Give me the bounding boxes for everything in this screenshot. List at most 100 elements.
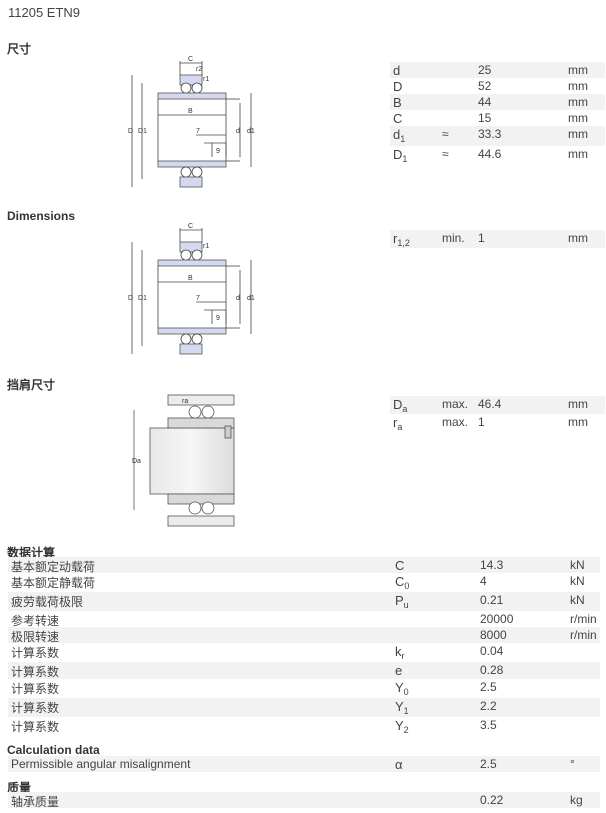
calc-unit: ° — [570, 757, 575, 771]
spec-symbol: r1,2 — [393, 231, 410, 248]
label-c: C — [188, 56, 193, 63]
section-dimensions-en: Dimensions — [7, 209, 76, 223]
calc-label: 基本额定静载荷 — [11, 576, 96, 590]
calc-value: 2.5 — [480, 680, 497, 694]
calc-symbol-main: Y — [395, 718, 404, 733]
label-d-bore: d — [236, 295, 240, 302]
label-d-outer: D — [128, 295, 133, 302]
spec-row: D1 ≈44.6 mm — [390, 146, 605, 166]
spec-symbol: D — [393, 79, 402, 94]
spec-symbol-sub: a — [397, 422, 403, 432]
spec-symbol-sub: 1 — [402, 154, 408, 164]
calc-unit: kN — [570, 574, 585, 588]
calc-label: 计算系数 — [11, 665, 60, 679]
spec-unit: mm — [568, 79, 588, 93]
calc-symbol: C — [395, 558, 404, 573]
spec-unit: mm — [568, 127, 588, 141]
calc-symbol-main: k — [395, 644, 402, 659]
label-d1-outer: D1 — [138, 128, 147, 135]
label-nine: 9 — [216, 315, 220, 322]
label-da: Da — [132, 458, 141, 465]
spec-symbol-main: r — [393, 415, 398, 430]
calc-symbol-main: C — [395, 574, 405, 589]
label-b: B — [188, 275, 193, 282]
spec-qualifier: ≈ — [442, 127, 449, 141]
spec-unit: mm — [568, 147, 588, 161]
section-abutment-cn: 挡肩尺寸 — [7, 378, 56, 392]
spec-value: 33.3 — [478, 127, 502, 141]
label-c: C — [188, 223, 193, 230]
calc-symbol: Pu — [395, 593, 409, 610]
spec-value: 46.4 — [478, 397, 502, 411]
spec-symbol: Da — [393, 397, 407, 414]
section-mass-cn: 质量 — [7, 781, 32, 795]
calc-label: 极限转速 — [11, 630, 60, 644]
label-d-outer: D — [128, 128, 133, 135]
spec-symbol-main: C — [393, 111, 403, 126]
spec-value: 1 — [478, 415, 485, 429]
calc-symbol-sub: r — [401, 651, 405, 661]
calc-label: 参考转速 — [11, 614, 60, 628]
calc-symbol: α — [395, 757, 403, 772]
spec-unit: mm — [568, 231, 588, 245]
spec-qualifier: ≈ — [442, 147, 449, 161]
section-dimensions-cn: 尺寸 — [7, 42, 32, 56]
product-title: 11205 ETN9 — [8, 5, 81, 20]
calc-value: 0.22 — [480, 793, 504, 807]
bearing-dimension-drawing-1: C r2 r1 B D D1 d d1 7 9 — [128, 56, 255, 188]
spec-symbol-sub: a — [402, 404, 408, 414]
calc-symbol: e — [395, 663, 402, 678]
spec-symbol-main: d — [393, 63, 401, 78]
calc-unit: r/min — [570, 628, 597, 642]
label-seven: 7 — [196, 128, 200, 135]
spec-symbol-main: r — [393, 231, 398, 246]
label-d1-outer: D1 — [138, 295, 147, 302]
calc-symbol-sub: 1 — [403, 706, 409, 716]
calc-value: 0.21 — [480, 593, 504, 607]
spec-symbol-main: D — [393, 397, 403, 412]
calc-label: 计算系数 — [11, 701, 60, 715]
calc-symbol: Y2 — [395, 718, 409, 735]
spec-symbol: D1 — [393, 147, 407, 164]
calc-symbol: kr — [395, 644, 405, 661]
calc-symbol-sub: 0 — [403, 687, 409, 697]
calc-symbol-main: α — [395, 757, 403, 772]
spec-unit: mm — [568, 397, 588, 411]
calc-symbol-main: e — [395, 663, 403, 678]
calc-label: 计算系数 — [11, 720, 60, 734]
spec-unit: mm — [568, 415, 588, 429]
calc-value: 20000 — [480, 612, 514, 626]
section-calc-en: Calculation data — [7, 743, 100, 757]
calc-unit: kN — [570, 593, 585, 607]
spec-symbol-main: d — [393, 127, 401, 142]
spec-symbol: C — [393, 111, 402, 126]
spec-unit: mm — [568, 95, 588, 109]
label-r2: r2 — [196, 66, 202, 73]
abutment-drawing: ra Da — [132, 394, 235, 527]
spec-value: 44.6 — [478, 147, 502, 161]
label-b: B — [188, 108, 193, 115]
label-d1-inner: d1 — [247, 128, 255, 135]
calc-label: 计算系数 — [11, 682, 60, 696]
calc-value: 8000 — [480, 628, 507, 642]
spec-symbol-main: D — [393, 79, 403, 94]
spec-symbol: B — [393, 95, 402, 110]
